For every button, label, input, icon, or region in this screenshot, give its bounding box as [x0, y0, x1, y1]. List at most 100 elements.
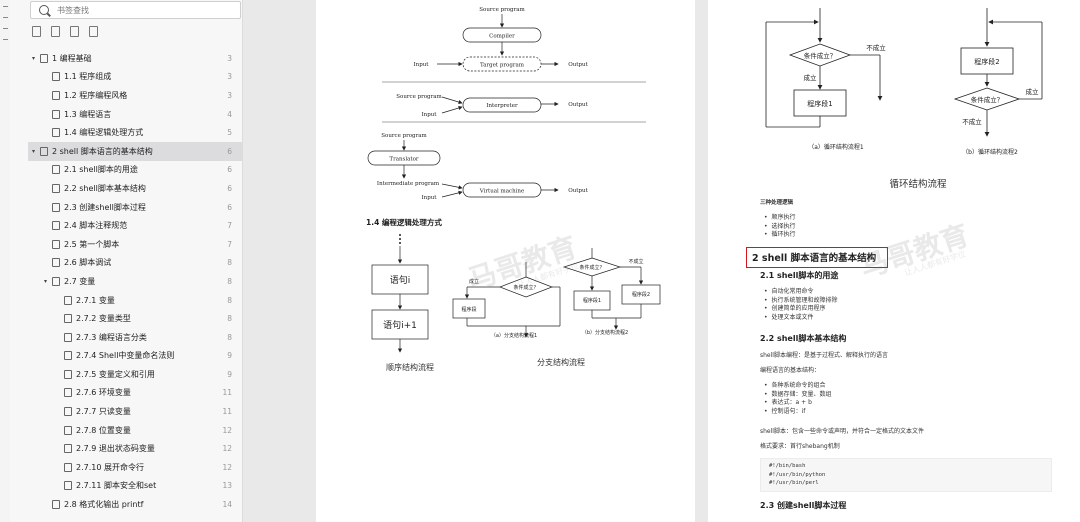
bookmark-label: 2.7.7 只读变量 — [76, 407, 131, 417]
section-heading-2: 2 shell 脚本语言的基本结构 — [752, 253, 877, 264]
branch-b-seg2: 程序段2 — [632, 291, 650, 298]
seq-caption: 顺序结构流程 — [386, 362, 434, 372]
interp-source-label: Source program — [396, 94, 442, 100]
bookmark-label: 2.7.1 变量 — [76, 295, 115, 305]
bookmark-label: 2.7.4 Shell中变量命名法则 — [76, 351, 175, 361]
page-icon — [64, 351, 72, 361]
bookmark-label: 1.2 程序编程风格 — [64, 90, 128, 100]
branch-b-caption: （b）分支结构流程2 — [582, 329, 628, 336]
page-icon — [64, 425, 72, 435]
paragraph: 格式要求：首行shebang机制 — [760, 443, 840, 450]
page-icon — [52, 90, 60, 100]
bookmark-label: 2.7.3 编程语言分类 — [76, 332, 147, 342]
collapse-all-icon[interactable] — [51, 26, 60, 37]
bookmark-page-number: 6 — [227, 165, 232, 175]
chevron-down-icon[interactable]: ▾ — [32, 147, 36, 155]
bookmark-label: 2.7.2 变量类型 — [76, 314, 131, 324]
section-heading-2-1: 2.1 shell脚本的用途 — [760, 271, 839, 280]
code-line: #!/bin/bash — [769, 463, 806, 469]
branch-a-yes: 成立 — [469, 278, 479, 285]
bookmark-label: 1.1 程序组成 — [64, 72, 112, 82]
bookmark-label: 2.7.8 位置变量 — [76, 425, 131, 435]
list-item: 创建简单的应用程序 — [764, 303, 838, 312]
bookmark-item[interactable]: 2.4 脚本注释规范 7 — [28, 216, 242, 235]
bookmark-item[interactable]: 1.3 编程语言 4 — [28, 105, 242, 124]
bookmark-label: 2.4 脚本注释规范 — [64, 221, 128, 231]
page-icon — [52, 109, 60, 119]
bookmark-icon[interactable] — [89, 26, 98, 37]
page-icon — [52, 202, 60, 212]
expand-all-icon[interactable] — [32, 26, 41, 37]
page-icon — [52, 165, 60, 175]
page-icon — [52, 276, 60, 286]
list-item: 表达式：a + b — [764, 397, 832, 406]
compiler-source-label: Source program — [479, 7, 525, 13]
vm-input-label: Input — [422, 195, 438, 201]
bookmark-label: 2.7 变量 — [64, 276, 96, 286]
vm-source-label: Source program — [381, 133, 427, 139]
list-item: 选择执行 — [764, 221, 796, 230]
page-icon — [52, 183, 60, 193]
bookmark-page-number: 8 — [227, 332, 232, 342]
loop-b-seg2: 程序段2 — [974, 57, 999, 66]
page-icon — [52, 258, 60, 268]
list-item: 顺序执行 — [764, 212, 796, 221]
bookmark-page-number: 13 — [222, 481, 232, 491]
bookmark-item[interactable]: 2.7.3 编程语言分类 8 — [28, 328, 242, 347]
bookmark-toolbar — [32, 26, 98, 37]
paragraph: shell脚本：包含一些命令或声明，并符合一定格式的文本文件 — [760, 428, 924, 435]
list-item: 自动化常用命令 — [764, 286, 838, 295]
interp-output-label: Output — [568, 102, 588, 108]
loop-b-cond: 条件成立？ — [971, 95, 1004, 104]
bookmark-page-number: 7 — [227, 221, 232, 231]
bookmark-label: 2.7.5 变量定义和引用 — [76, 369, 155, 379]
compiler-input-label: Input — [414, 62, 430, 68]
bookmark-page-number: 8 — [227, 314, 232, 324]
bookmark-page-number: 6 — [227, 202, 232, 212]
interp-box-label: Interpreter — [486, 103, 518, 109]
page-icon — [64, 295, 72, 305]
page-icon — [52, 128, 60, 138]
bookmark-label: 2.6 脚本调试 — [64, 258, 112, 268]
bookmark-page-number: 8 — [227, 295, 232, 305]
bookmark-search-input[interactable] — [55, 4, 229, 16]
list-item: 控制语句：if — [764, 406, 832, 415]
bookmark-label: 1.3 编程语言 — [64, 109, 112, 119]
interp-input-label: Input — [422, 112, 438, 118]
bookmark-label: 2.7.6 环境变量 — [76, 388, 131, 398]
vm-translator-label: Translator — [389, 157, 419, 163]
chevron-down-icon[interactable]: ▾ — [44, 277, 48, 285]
bookmark-search[interactable] — [30, 1, 241, 19]
bookmark-item[interactable]: 2.7.2 变量类型 8 — [28, 309, 242, 328]
add-bookmark-icon[interactable] — [70, 26, 79, 37]
section-heading-1-4: 1.4 编程逻辑处理方式 — [366, 218, 442, 227]
code-line: #!/usr/bin/python — [769, 471, 826, 478]
chevron-down-icon[interactable]: ▾ — [32, 54, 36, 62]
bookmark-page-number: 3 — [227, 53, 232, 63]
bookmark-label: 1.4 编程逻辑处理方式 — [64, 128, 144, 138]
bookmark-page-number: 4 — [227, 109, 232, 119]
page-icon — [64, 481, 72, 491]
bookmark-item[interactable]: 2.7.1 变量 8 — [28, 291, 242, 310]
